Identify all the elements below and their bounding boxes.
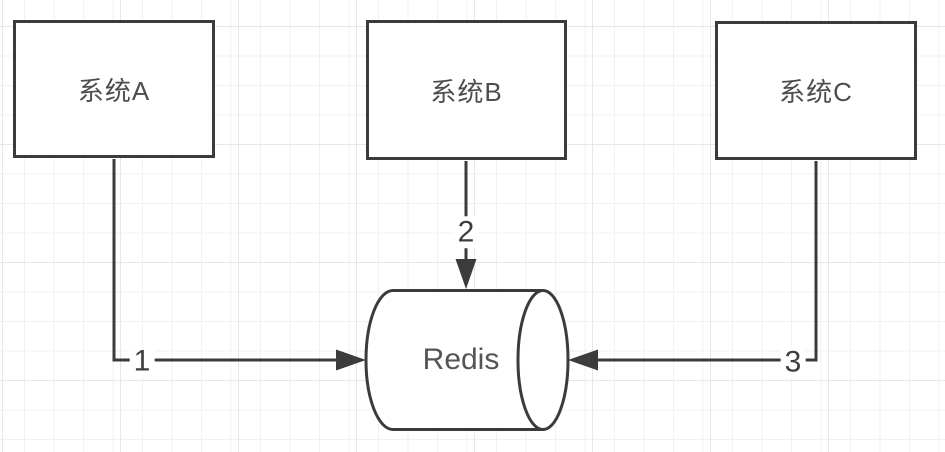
edge-system-a-to-redis [112, 159, 338, 362]
cylinder-body [364, 289, 545, 431]
cylinder-cap-ellipse [516, 289, 570, 431]
arrowhead-down-icon [455, 259, 477, 289]
node-redis-cylinder [364, 289, 570, 431]
edge-label-2: 2 [453, 216, 479, 248]
node-system-b-label: 系统B [430, 76, 503, 107]
edge-label-1: 1 [129, 345, 155, 377]
node-system-b: 系统B [366, 20, 567, 160]
arrowhead-left-icon [568, 349, 598, 371]
arrowhead-right-icon [336, 349, 366, 371]
node-redis-label: Redis [422, 343, 500, 376]
node-system-a-label: 系统A [77, 75, 151, 106]
edge-label-3: 3 [780, 346, 806, 378]
node-system-c: 系统C [715, 21, 917, 160]
node-system-c-label: 系统C [779, 77, 853, 107]
edge-system-c-to-redis [598, 161, 818, 362]
node-system-a: 系统A [13, 20, 215, 158]
